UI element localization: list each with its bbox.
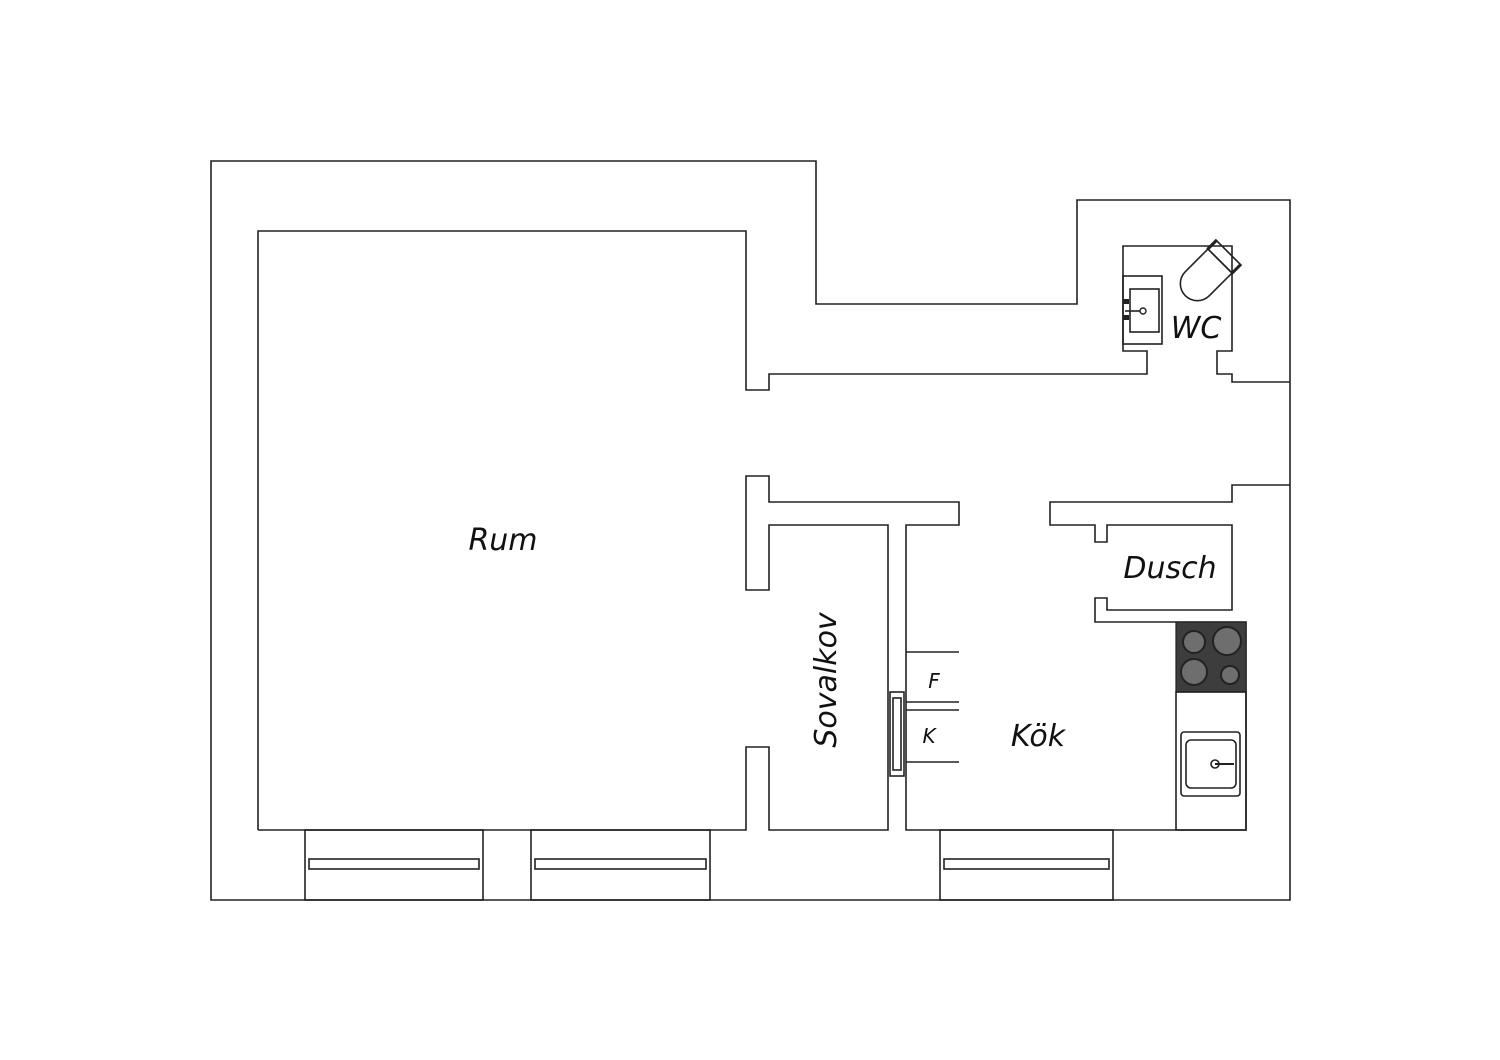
window-rum-2 [530, 829, 711, 901]
toilet-icon [1179, 238, 1243, 302]
outer-wall [210, 160, 1291, 901]
kitchen-counter [1175, 691, 1247, 831]
kitchen-sink-icon [1180, 731, 1241, 797]
kitchen-cabinets [906, 651, 959, 763]
room-label-wc: WC [1171, 311, 1222, 346]
room-label-rum: Rum [468, 523, 537, 558]
fridge-label: K [922, 724, 937, 748]
stove-icon [1175, 621, 1247, 693]
room-label-kok: Kök [1011, 719, 1067, 754]
window-kitchen [939, 829, 1114, 901]
sliding-door [889, 691, 905, 777]
window-rum-1 [304, 829, 484, 901]
interior-wall-lower [258, 475, 1290, 831]
freezer-label: F [928, 669, 940, 693]
room-label-sovalkov: Sovalkov [809, 611, 844, 748]
wc-sink-icon [1122, 275, 1163, 345]
interior-wall-upper [257, 230, 1290, 830]
room-label-dusch: Dusch [1123, 551, 1216, 586]
